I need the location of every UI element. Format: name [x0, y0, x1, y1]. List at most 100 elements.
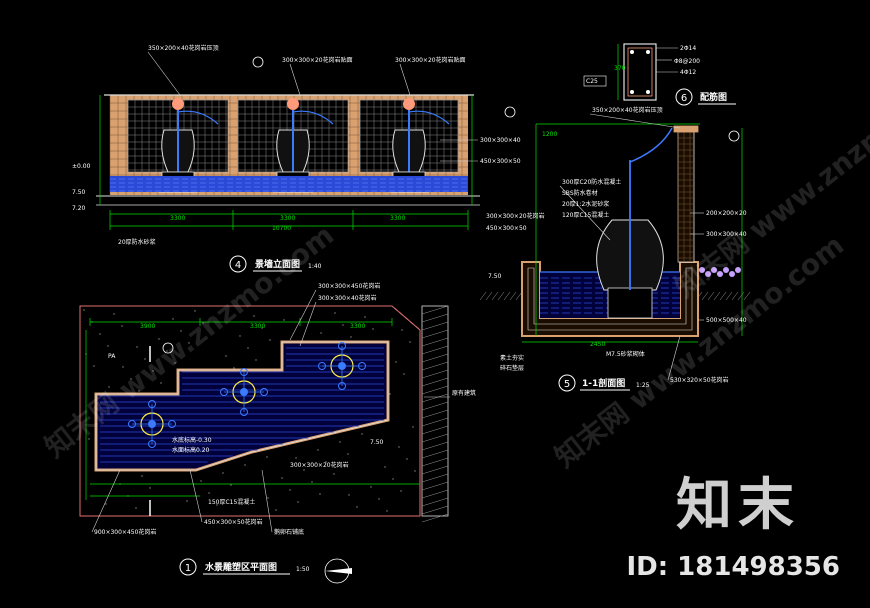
plan-label-bottom-2: 450×300×50花岗岩	[204, 518, 263, 526]
sect-label-left-1: 300×300×20花岗岩	[486, 212, 545, 220]
building-hatch	[421, 449, 449, 459]
rebar-bar	[630, 50, 634, 54]
elev-dim-seg2: 3300	[280, 215, 295, 222]
leader	[189, 469, 203, 523]
plan-label-right: 7.50	[370, 439, 384, 446]
section-view	[479, 113, 751, 381]
det-label-r1: 2Φ14	[680, 45, 696, 52]
sect-label-right-1: 200×200×20	[706, 210, 747, 217]
paving-dot	[99, 333, 101, 335]
paving-dot	[141, 475, 143, 477]
rebar-detail-view	[583, 43, 678, 101]
plan-labels: 300×300×450花岗岩 300×300×40花岗岩 3900 3300 3…	[94, 282, 476, 536]
building-hatch	[421, 465, 449, 475]
elev-label-bottom: 20厚防水砂浆	[118, 238, 156, 246]
paving-dot	[122, 366, 124, 368]
ground-hatch	[731, 291, 739, 301]
paving-dot	[392, 478, 394, 480]
detail-title: 6 配筋图	[675, 88, 736, 106]
elev-level-1: ±0.00	[72, 163, 91, 170]
paving-dot	[401, 329, 403, 331]
paving-dot	[88, 438, 90, 440]
paving-dot	[261, 327, 263, 329]
site-boundary-dash	[79, 305, 421, 517]
paving-dot	[105, 503, 107, 505]
det-tag-box	[583, 75, 607, 87]
sect-label-bottom-4: 530×320×50花岗岩	[670, 376, 729, 384]
plan-title-number: 1	[185, 563, 191, 574]
detail-labels: 2Φ14 Φ8@200 4Φ12 370 C25	[586, 45, 700, 85]
paving-dot	[348, 494, 350, 496]
elev-label-right-1: 300×300×40	[480, 137, 521, 144]
rear-wall-coping	[673, 125, 699, 133]
paving-dot	[356, 506, 358, 508]
plan-label-bottom-1: 900×300×450花岗岩	[94, 528, 156, 536]
sect-label-right-3: 500×500×40	[706, 317, 747, 324]
building-hatch	[421, 409, 449, 419]
leader	[289, 289, 317, 341]
sect-dim-width: 2450	[590, 341, 605, 348]
pool-liner	[527, 267, 693, 331]
elev-title-text: 景墙立面图	[255, 258, 300, 270]
paving-dot	[275, 509, 277, 511]
paving-dot	[253, 315, 255, 317]
paving-dot	[342, 324, 344, 326]
elev-label-top-mid: 300×300×20花岗岩贴面	[282, 56, 353, 64]
building-hatch	[421, 433, 449, 443]
section-pedestal	[607, 287, 653, 319]
leader	[261, 469, 273, 533]
fountain-nozzle	[338, 342, 346, 350]
building-hatch	[421, 481, 449, 491]
sect-dim-height: 1200	[542, 131, 557, 138]
paving-dot	[400, 490, 402, 492]
paving-dot	[202, 322, 204, 324]
paving-dot	[398, 446, 400, 448]
ground-hatch	[725, 291, 733, 301]
plan-label-center: 300×300×20花岗岩	[290, 461, 349, 469]
paving-dot	[138, 390, 140, 392]
paving-dot	[295, 457, 297, 459]
plan-title: 1 水景雕塑区平面图 1:50	[179, 558, 310, 576]
building-hatch	[421, 513, 449, 523]
paving-dot	[297, 501, 299, 503]
rebar-stirrup	[627, 47, 653, 97]
rear-wall-grid	[677, 131, 694, 262]
plant	[699, 267, 705, 273]
paving-dot	[244, 464, 246, 466]
det-title-text: 配筋图	[700, 91, 727, 103]
paving-dot	[320, 332, 322, 334]
sect-title-text: 1-1剖面图	[582, 377, 625, 389]
building-hatch	[421, 369, 449, 379]
ground-hatch	[503, 291, 511, 301]
fountain-nozzle	[358, 362, 366, 370]
fountain-nozzle	[168, 420, 176, 428]
paving-dot	[233, 367, 235, 369]
watermark-id: ID: 181498356	[626, 552, 840, 582]
elev-label-top-right: 300×300×20花岗岩贴面	[395, 56, 466, 64]
paving-dot	[149, 487, 151, 489]
plan-level-1: 水底标高-0.30	[172, 436, 212, 444]
paving-dot	[412, 426, 414, 428]
leader	[299, 301, 317, 347]
building-hatch	[421, 321, 449, 331]
wall-bay	[127, 98, 229, 193]
lamp	[403, 98, 415, 110]
paving-dot	[121, 325, 123, 327]
paving-dot	[200, 480, 202, 482]
paving-dot	[378, 498, 380, 500]
rebar-bar	[646, 90, 650, 94]
plan-title-text: 水景雕塑区平面图	[205, 561, 277, 573]
plan-label-top-1: 300×300×450花岗岩	[318, 282, 380, 290]
paving-dot	[372, 328, 374, 330]
lamp	[287, 98, 299, 110]
paving-dot	[255, 359, 257, 361]
building-hatch	[421, 497, 449, 507]
building-hatch	[421, 393, 449, 403]
building-hatch	[421, 489, 449, 499]
leader	[91, 469, 121, 533]
plant	[729, 271, 735, 277]
paving-dot	[160, 382, 162, 384]
leader	[667, 335, 681, 381]
fountain-nozzle	[240, 368, 248, 376]
